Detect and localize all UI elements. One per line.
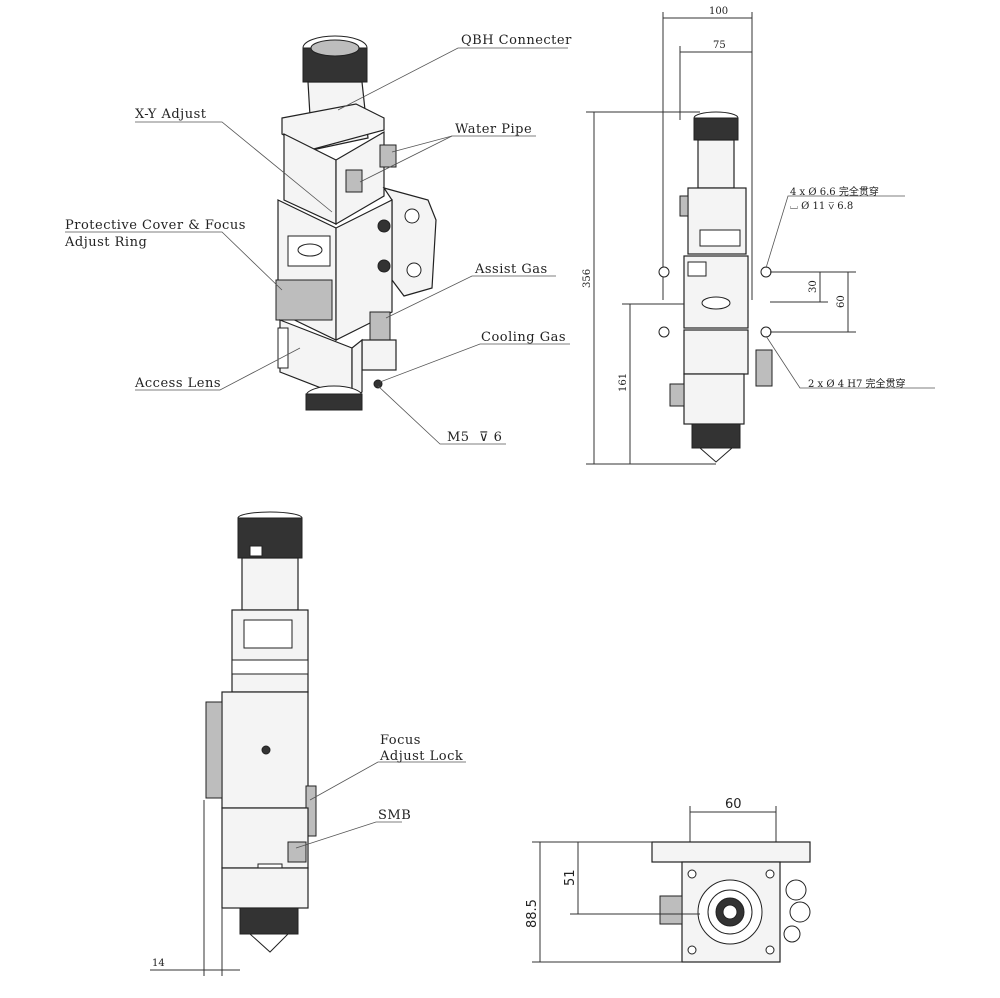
side-dim-14: 14 xyxy=(152,958,165,969)
label-focus-adjust-2: Adjust Lock xyxy=(379,749,463,764)
nozzle-knurl xyxy=(305,393,363,411)
label-smb: SMB xyxy=(378,808,411,823)
bottom-dim-60: 60 xyxy=(725,797,742,812)
label-assist-gas: Assist Gas xyxy=(474,262,548,277)
label-cooling-gas: Cooling Gas xyxy=(481,330,566,345)
isometric-leaders xyxy=(65,47,570,445)
front-hole-note-2: ⌴ Ø 11 ⊽ 6.8 xyxy=(790,201,853,212)
front-view xyxy=(586,12,935,465)
label-m5-depth: ⊽ 6 xyxy=(479,430,502,445)
bottom-view xyxy=(532,806,811,963)
side-qbh-knurl xyxy=(237,517,303,559)
label-m5: M5 xyxy=(447,430,470,445)
side-view xyxy=(150,511,466,976)
front-dim-75: 75 xyxy=(713,40,726,51)
water-fitting-2 xyxy=(345,169,363,193)
label-xy-adjust: X-Y Adjust xyxy=(135,107,207,122)
bottom-dim-51: 51 xyxy=(563,869,578,886)
front-hole-note-3: 2 x Ø 4 H7 完全贯穿 xyxy=(808,377,906,390)
assist-gas-fitting xyxy=(369,311,391,343)
front-dim-60: 60 xyxy=(836,295,847,308)
front-dim-100: 100 xyxy=(709,6,728,17)
label-access-lens: Access Lens xyxy=(134,376,221,391)
label-qbh-connecter: QBH Connecter xyxy=(461,33,572,48)
isometric-view xyxy=(275,35,437,411)
water-fitting-1 xyxy=(379,144,397,168)
bottom-flange xyxy=(651,841,811,863)
label-protective-cover-2: Adjust Ring xyxy=(64,235,147,250)
front-dim-30: 30 xyxy=(808,280,819,293)
front-dim-356: 356 xyxy=(582,269,593,288)
focus-window xyxy=(275,279,333,321)
front-hole-note-1: 4 x Ø 6.6 完全贯穿 xyxy=(790,185,879,198)
label-focus-adjust-1: Focus xyxy=(380,733,421,748)
label-protective-cover-1: Protective Cover & Focus xyxy=(65,218,246,233)
bottom-dim-88-5: 88.5 xyxy=(525,899,540,928)
label-water-pipe: Water Pipe xyxy=(455,122,532,137)
front-dim-161: 161 xyxy=(618,373,629,392)
side-nozzle-knurl xyxy=(239,907,299,935)
